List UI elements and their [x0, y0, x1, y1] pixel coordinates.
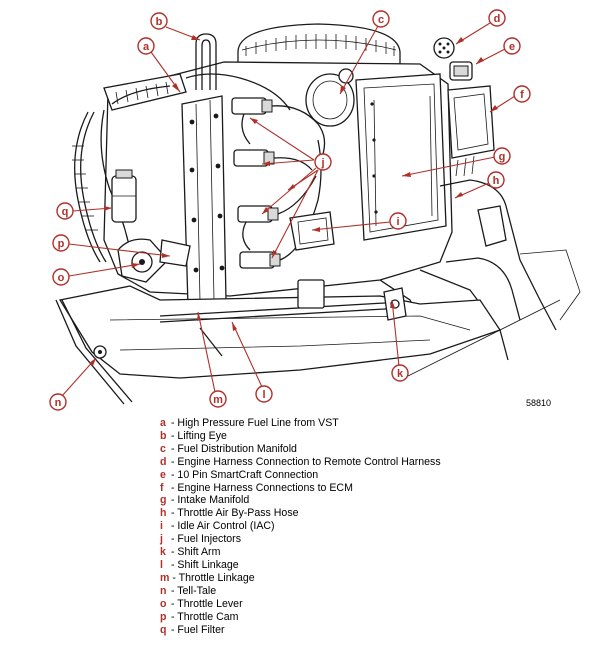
- legend-letter: g: [160, 494, 167, 507]
- legend-letter: f: [160, 481, 164, 494]
- legend-item-j: j - Fuel Injectors: [160, 533, 242, 546]
- legend-letter: m: [160, 571, 170, 584]
- legend-label: Throttle Lever: [177, 597, 243, 610]
- legend-item-a: a - High Pressure Fuel Line from VST: [160, 417, 339, 429]
- legend-label: Throttle Cam: [177, 610, 239, 623]
- callout-e: e: [503, 37, 521, 55]
- callout-o: o: [52, 268, 70, 286]
- legend-label: Shift Arm: [177, 546, 221, 559]
- svg-text:d: d: [494, 13, 501, 25]
- callout-legend: a - High Pressure Fuel Line from VST b -…: [160, 417, 480, 636]
- legend-label: Engine Harness Connections to ECM: [177, 481, 353, 494]
- callout-p: p: [52, 234, 70, 252]
- legend-label: Engine Harness Connection to Remote Cont…: [177, 455, 441, 468]
- callout-m: m: [209, 390, 227, 408]
- legend-label: Lifting Eye: [177, 429, 227, 442]
- svg-text:e: e: [509, 41, 515, 53]
- svg-text:c: c: [378, 14, 384, 26]
- svg-text:h: h: [493, 175, 500, 187]
- legend-letter: e: [160, 468, 166, 481]
- legend-label: High Pressure Fuel Line from VST: [177, 417, 339, 429]
- legend-item-o: o - Throttle Lever: [160, 597, 243, 610]
- legend-item-p: p - Throttle Cam: [160, 610, 239, 623]
- legend-label: Fuel Distribution Manifold: [177, 442, 297, 455]
- legend-item-e: e - 10 Pin SmartCraft Connection: [160, 468, 319, 481]
- legend-item-m: m - Throttle Linkage: [160, 571, 255, 584]
- engine-illustration: [55, 23, 581, 405]
- legend-letter: l: [160, 558, 163, 571]
- svg-text:b: b: [156, 16, 163, 28]
- legend-label: Throttle Air By-Pass Hose: [177, 507, 299, 520]
- svg-text:q: q: [62, 206, 69, 218]
- legend-label: Throttle Linkage: [178, 571, 255, 584]
- svg-text:g: g: [499, 151, 506, 163]
- svg-text:f: f: [520, 89, 524, 101]
- svg-text:i: i: [396, 216, 399, 228]
- legend-item-f: f - Engine Harness Connections to ECM: [160, 481, 353, 494]
- legend-letter: p: [160, 610, 167, 623]
- legend-label: Intake Manifold: [177, 494, 250, 507]
- svg-text:n: n: [55, 397, 62, 409]
- legend-letter: j: [160, 533, 163, 546]
- figure-number: 58810: [526, 398, 552, 408]
- legend-label: Fuel Filter: [177, 623, 225, 636]
- legend-item-n: n - Tell-Tale: [160, 584, 217, 597]
- legend-letter: q: [160, 623, 167, 636]
- legend-letter: b: [160, 429, 167, 442]
- legend-letter: a: [160, 417, 166, 429]
- legend-label: Shift Linkage: [177, 558, 239, 571]
- callout-g: g: [493, 147, 511, 165]
- legend-item-k: k - Shift Arm: [160, 546, 221, 559]
- svg-text:o: o: [58, 272, 65, 284]
- callout-f: f: [513, 85, 531, 103]
- callout-i: i: [389, 212, 407, 230]
- legend-item-q: q - Fuel Filter: [160, 623, 225, 636]
- legend-item-g: g - Intake Manifold: [160, 494, 250, 507]
- callout-n: n: [49, 393, 67, 411]
- legend-letter: k: [160, 546, 166, 559]
- callout-leaders: [61, 22, 516, 397]
- legend-item-d: d - Engine Harness Connection to Remote …: [160, 455, 441, 468]
- callout-h: h: [487, 171, 505, 189]
- callout-k: k: [391, 364, 409, 382]
- callout-badges: a b c d e f g h i j k l m n o p q: [49, 9, 531, 411]
- legend-letter: i: [160, 520, 163, 533]
- callout-c: c: [372, 10, 390, 28]
- legend-label: Tell-Tale: [177, 584, 217, 597]
- svg-text:a: a: [143, 41, 150, 53]
- callout-a: a: [137, 37, 155, 55]
- svg-text:p: p: [58, 238, 65, 250]
- legend-item-h: h - Throttle Air By-Pass Hose: [160, 507, 299, 520]
- callout-d: d: [488, 9, 506, 27]
- legend-label: 10 Pin SmartCraft Connection: [177, 468, 319, 481]
- svg-text:l: l: [262, 389, 265, 401]
- legend-letter: d: [160, 455, 167, 468]
- engine-diagram: a b c d e f g h i j k l m n o p q: [49, 9, 581, 411]
- legend-label: Idle Air Control (IAC): [177, 520, 275, 533]
- legend-item-i: i - Idle Air Control (IAC): [160, 520, 275, 533]
- svg-text:j: j: [320, 157, 324, 169]
- callout-q: q: [56, 202, 74, 220]
- callout-l: l: [255, 385, 273, 403]
- legend-label: Fuel Injectors: [177, 533, 242, 546]
- svg-text:k: k: [397, 368, 404, 380]
- legend-letter: n: [160, 584, 167, 597]
- callout-b: b: [150, 12, 168, 30]
- svg-text:m: m: [213, 394, 223, 406]
- legend-item-b: b - Lifting Eye: [160, 429, 227, 442]
- callout-j: j: [314, 153, 332, 171]
- legend-item-c: c - Fuel Distribution Manifold: [160, 442, 297, 455]
- legend-letter: c: [160, 442, 166, 455]
- legend-item-l: l - Shift Linkage: [160, 558, 239, 571]
- legend-letter: o: [160, 597, 167, 610]
- legend-letter: h: [160, 507, 167, 520]
